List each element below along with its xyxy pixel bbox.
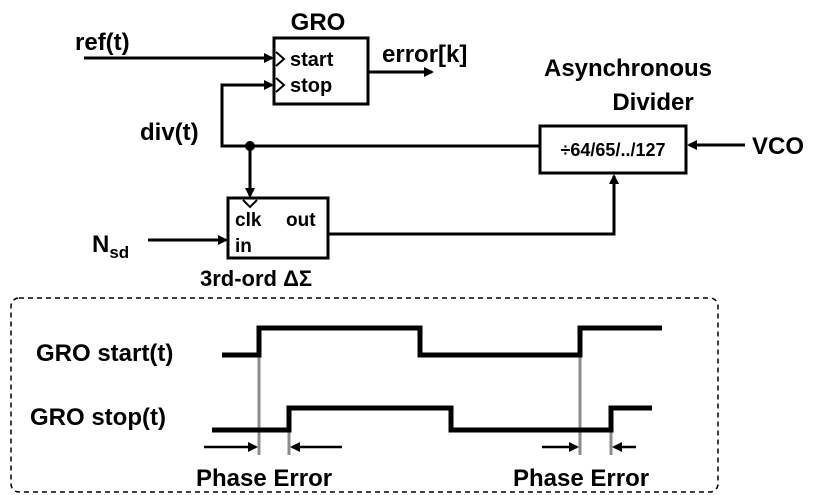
sigma-delta-to-divider-wire <box>328 174 619 236</box>
asynchronous-divider-block: Asynchronous Divider ÷64/65/../127 <box>538 55 712 175</box>
divider-title-line2: Divider <box>612 89 693 116</box>
gro-start-clock-triangle <box>275 51 286 67</box>
gro-start-waveform-label: GRO start(t) <box>36 340 173 367</box>
divider-box <box>538 124 688 175</box>
gro-block: GRO start stop <box>272 9 370 106</box>
gro-start-port-label: start <box>290 49 334 71</box>
sigma-delta-clock-triangle <box>242 199 258 209</box>
div-to-stop-wire <box>220 80 540 148</box>
sigma-delta-out-label: out <box>286 210 316 231</box>
gro-stop-port-label: stop <box>290 75 332 97</box>
sigma-delta-box <box>226 196 330 260</box>
error-output-label: error[k] <box>382 41 467 68</box>
gro-start-waveform <box>222 325 662 358</box>
gro-stop-waveform <box>212 405 652 433</box>
nsd-input-label: Nsd <box>92 231 129 262</box>
sigma-delta-clk-label: clk <box>235 210 262 231</box>
div-signal-label: div(t) <box>140 119 199 146</box>
divider-title-line1: Asynchronous <box>544 55 712 82</box>
sigma-delta-in-label: in <box>235 236 252 257</box>
gro-title: GRO <box>291 9 346 36</box>
nsd-main-text: N <box>92 231 109 258</box>
vco-input-label: VCO <box>752 133 804 160</box>
timing-diagram-frame <box>10 297 719 493</box>
phase-error-2-label: Phase Error <box>513 465 649 492</box>
gro-stop-waveform-label: GRO stop(t) <box>30 404 166 431</box>
ref-input-label: ref(t) <box>75 29 130 56</box>
sigma-delta-modulator-block: clk out in 3rd-ord ΔΣ <box>200 196 330 291</box>
gro-stop-clock-triangle <box>275 77 286 93</box>
divider-ratio-label: ÷64/65/../127 <box>561 140 666 160</box>
sigma-delta-caption: 3rd-ord ΔΣ <box>200 266 312 291</box>
phase-error-1-label: Phase Error <box>196 465 332 492</box>
nsd-subscript-text: sd <box>109 243 129 262</box>
